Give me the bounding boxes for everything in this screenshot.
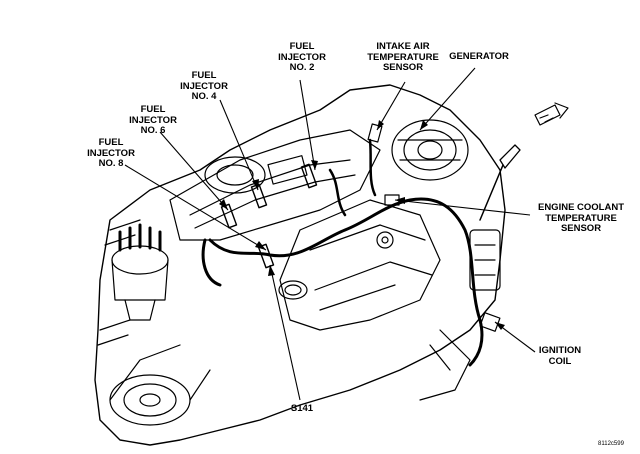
engine-block-outline (94, 84, 506, 446)
leader-fuel-injector-8 (124, 164, 267, 251)
crank-pulley (109, 374, 191, 426)
wiring-harness (208, 197, 484, 367)
label-fuel-injector-6: FUEL INJECTOR NO. 6 (129, 104, 177, 136)
throttle-body (204, 156, 266, 194)
valve-cover (279, 199, 441, 331)
front-arrow (534, 102, 569, 126)
label-intake-air-sensor: INTAKE AIR TEMPERATURE SENSOR (367, 41, 439, 73)
leader-intake-air-sensor (376, 81, 406, 131)
leader-generator (419, 67, 476, 131)
label-fuel-injector-4: FUEL INJECTOR NO. 4 (180, 70, 228, 102)
leader-fuel-injector-6 (159, 131, 229, 211)
label-ignition-coil: IGNITION COIL (538, 345, 582, 367)
label-generator: GENERATOR (449, 51, 509, 62)
label-fuel-injector-8: FUEL INJECTOR NO. 8 (87, 137, 135, 169)
iat-sensor (367, 123, 383, 143)
leader-fuel-injector-4 (219, 99, 259, 191)
label-s141: S141 (290, 403, 314, 414)
ignition-coil-body (469, 229, 501, 291)
intake-manifold (169, 129, 381, 241)
label-fuel-injector-2: FUEL INJECTOR NO. 2 (278, 41, 326, 73)
leader-lines (124, 67, 536, 401)
leader-engine-coolant (394, 199, 531, 216)
leader-arrowheads (219, 120, 505, 330)
leader-fuel-injector-2 (299, 79, 316, 171)
label-engine-coolant-sensor: ENGINE COOLANT TEMPERATURE SENSOR (537, 202, 625, 234)
figure-code: 8112c599 (598, 441, 624, 447)
oil-filler-cap (278, 280, 308, 300)
generator-body (391, 119, 469, 181)
leader-s141 (269, 264, 301, 401)
